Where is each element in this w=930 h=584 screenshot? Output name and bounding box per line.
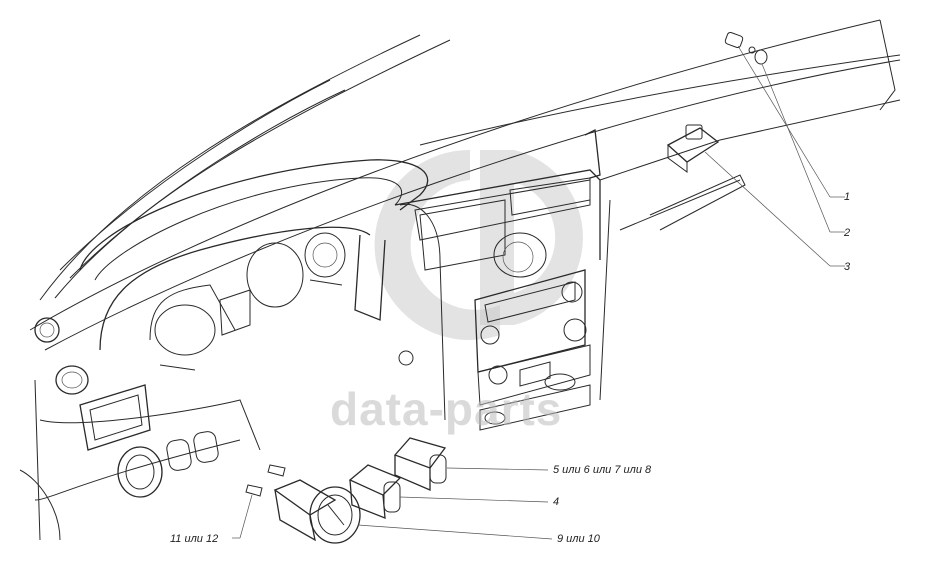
callout-3: 3 bbox=[844, 261, 851, 273]
center-console bbox=[394, 129, 611, 431]
instrument-cluster bbox=[79, 159, 429, 371]
callout-5-8: 5 или 6 или 7 или 8 bbox=[553, 464, 652, 476]
callout-1: 1 bbox=[844, 191, 850, 203]
leader-lines bbox=[232, 45, 845, 540]
part-5-8-switch bbox=[393, 437, 447, 491]
part-11-12-bulbs bbox=[245, 464, 286, 497]
callout-2: 2 bbox=[843, 227, 850, 239]
left-panel bbox=[19, 317, 261, 541]
callout-4: 4 bbox=[553, 496, 559, 508]
part-9-10-light-switch bbox=[273, 479, 361, 544]
watermark-text: data-parts bbox=[330, 383, 562, 435]
part-1-2-lamps bbox=[724, 31, 768, 65]
dash-top-contour bbox=[29, 19, 901, 351]
part-3-switch bbox=[666, 124, 720, 173]
callout-11-12: 11 или 12 bbox=[170, 533, 218, 545]
watermark-logo bbox=[374, 149, 583, 340]
part-4-switch bbox=[348, 464, 402, 519]
callout-9-10: 9 или 10 bbox=[557, 533, 601, 545]
